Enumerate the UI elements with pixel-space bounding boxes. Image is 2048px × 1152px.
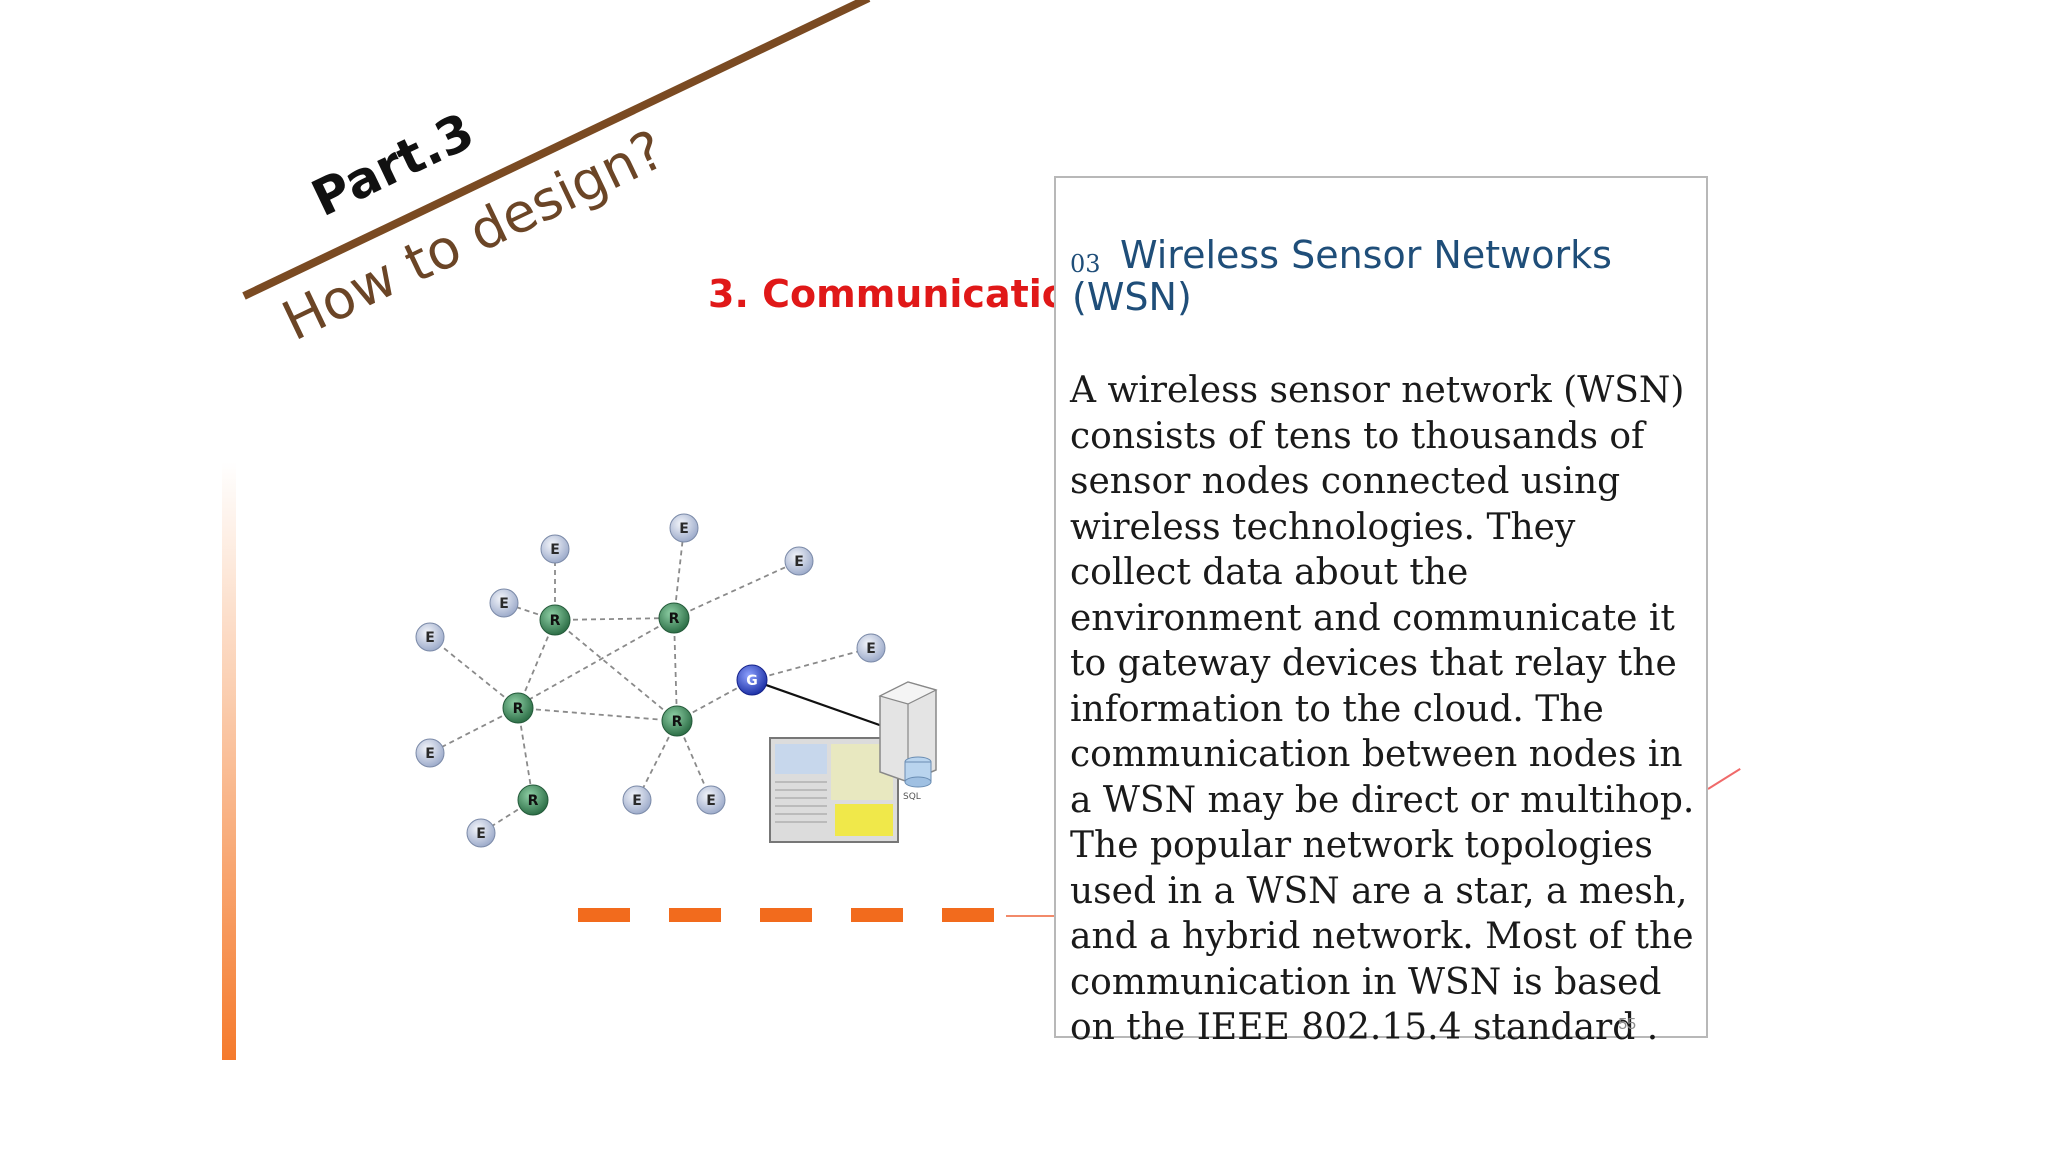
end-node: E — [696, 785, 726, 815]
router-node: R — [517, 784, 549, 816]
svg-text:E: E — [425, 746, 435, 762]
connector-line — [1006, 915, 1060, 917]
monitor-screen-icon — [769, 737, 899, 843]
router-node: R — [661, 705, 693, 737]
dash-segment — [851, 908, 903, 922]
end-node: E — [415, 622, 445, 652]
svg-text:R: R — [672, 714, 683, 730]
connector-line — [1707, 768, 1741, 790]
dash-segment — [760, 908, 812, 922]
end-node: E — [489, 588, 519, 618]
end-node: E — [784, 546, 814, 576]
svg-text:R: R — [669, 611, 680, 627]
svg-text:E: E — [476, 826, 486, 842]
end-node: E — [415, 738, 445, 768]
wsn-network-diagram: SQL E E E E E E E E E E R R R R R G — [415, 513, 938, 848]
dashed-orange-line — [578, 908, 998, 922]
svg-text:R: R — [550, 613, 561, 629]
card-title: Wireless Sensor Networks (WSN) — [1072, 233, 1612, 319]
end-node: E — [622, 785, 652, 815]
end-node: E — [856, 633, 886, 663]
banner-diagonal-line — [242, 0, 871, 300]
card-body-text: A wireless sensor network (WSN) consists… — [1070, 370, 1695, 1048]
svg-text:E: E — [794, 554, 804, 570]
svg-text:E: E — [866, 641, 876, 657]
dash-segment — [578, 908, 630, 922]
end-node: E — [466, 818, 496, 848]
router-node: R — [539, 604, 571, 636]
svg-text:R: R — [513, 701, 524, 717]
svg-text:E: E — [706, 793, 716, 809]
router-node: R — [658, 602, 690, 634]
server-icon: SQL — [878, 681, 938, 802]
svg-text:E: E — [679, 521, 689, 537]
dash-segment — [942, 908, 994, 922]
gateway-node: G — [736, 664, 768, 696]
svg-text:E: E — [550, 542, 560, 558]
card-number: 03 — [1070, 250, 1101, 278]
svg-text:E: E — [499, 596, 509, 612]
gradient-side-bar — [222, 462, 236, 1060]
end-node: E — [669, 513, 699, 543]
page-number: 55 — [1618, 1016, 1636, 1033]
sql-label: SQL — [903, 792, 921, 802]
section-heading: 3. Communication — [708, 272, 1095, 316]
end-node: E — [540, 534, 570, 564]
dash-segment — [669, 908, 721, 922]
svg-text:R: R — [528, 793, 539, 809]
gateway-server-link — [751, 678, 889, 730]
info-card: 03 Wireless Sensor Networks (WSN) A wire… — [1054, 176, 1708, 1048]
svg-text:E: E — [632, 793, 642, 809]
svg-text:G: G — [746, 673, 758, 689]
router-node: R — [502, 692, 534, 724]
svg-text:E: E — [425, 630, 435, 646]
